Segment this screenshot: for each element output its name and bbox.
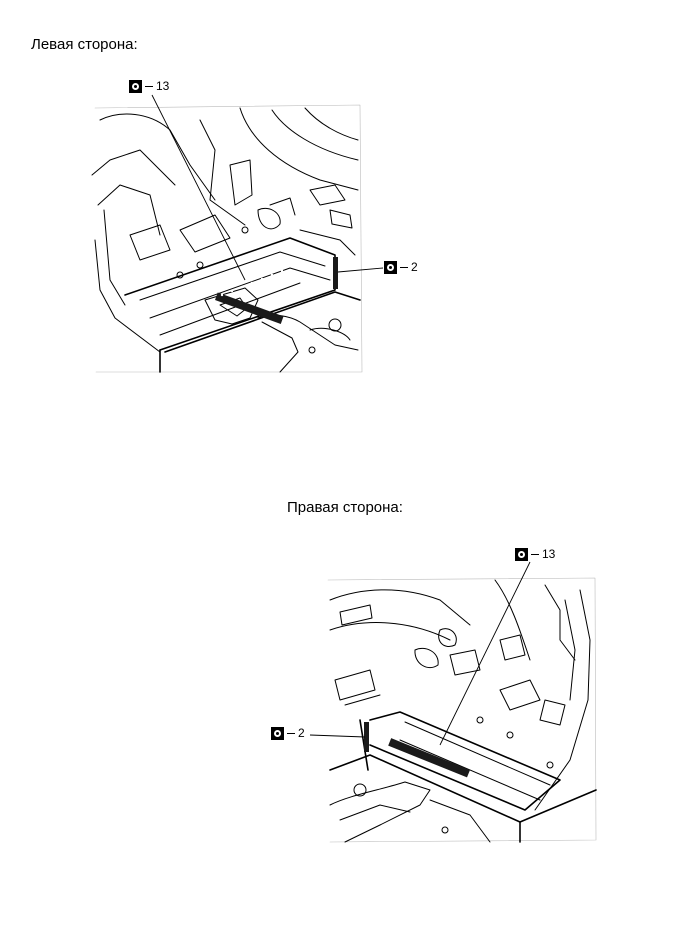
right-side-title: Правая сторона: <box>287 499 403 516</box>
spot-weld-icon <box>271 727 284 740</box>
spot-weld-icon <box>515 548 528 561</box>
right-weld-callout-13: 13 <box>515 548 555 561</box>
callout-dash <box>145 85 153 88</box>
callout-dash <box>400 266 408 269</box>
weld-count: 13 <box>156 79 170 93</box>
callout-dash <box>287 732 295 735</box>
weld-count: 2 <box>411 260 418 274</box>
spot-weld-icon <box>384 261 397 274</box>
spot-weld-icon <box>129 80 142 93</box>
weld-count: 2 <box>298 726 305 740</box>
right-weld-callout-2: 2 <box>271 727 305 740</box>
callout-dash <box>531 553 539 556</box>
left-weld-callout-13: 13 <box>129 80 169 93</box>
left-weld-callout-2: 2 <box>384 261 418 274</box>
left-side-title: Левая сторона: <box>31 36 138 53</box>
weld-count: 13 <box>542 547 556 561</box>
